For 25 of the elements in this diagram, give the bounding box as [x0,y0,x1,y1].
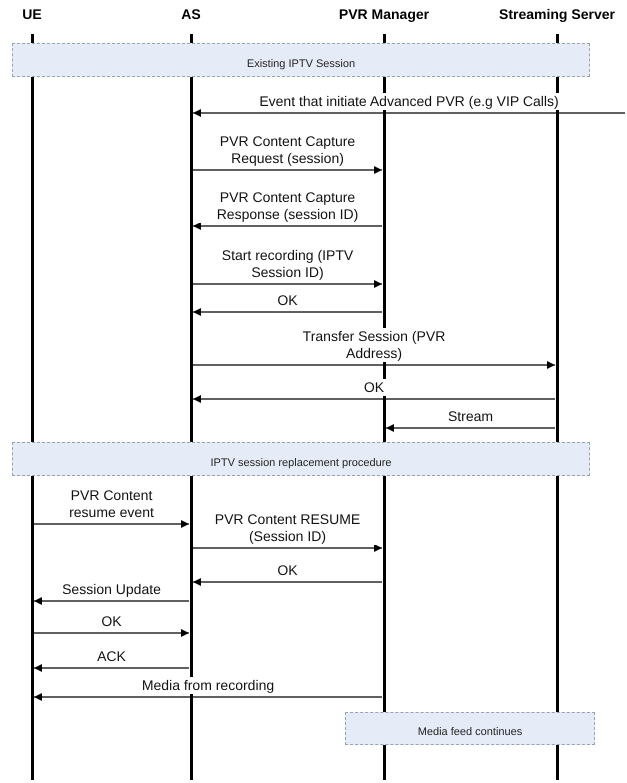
message-arrow [34,597,189,605]
message-arrow [193,395,555,403]
message-arrow [193,544,382,552]
participant-name: AS [180,6,202,22]
message-arrow [34,629,189,637]
message-arrow [193,166,382,174]
band-label: Existing IPTV Session [246,58,356,70]
band-label: IPTV session replacement procedure [210,457,392,469]
message-arrow [193,280,382,288]
band-label: Media feed continues [418,726,522,738]
state-band [12,442,590,476]
participant-name: PVR Manager [338,6,430,22]
message-arrow [193,222,382,230]
participant-name: UE [21,6,43,22]
message-arrow [34,693,382,701]
message-arrow [193,361,555,369]
participant-name: Streaming Server [498,6,616,22]
message-arrow [193,109,625,117]
message-arrow [193,308,382,316]
state-band [345,712,595,745]
message-arrow [34,664,189,672]
state-band [12,43,590,77]
message-arrow [386,424,555,432]
message-arrow [193,578,382,586]
message-arrow [34,520,189,528]
